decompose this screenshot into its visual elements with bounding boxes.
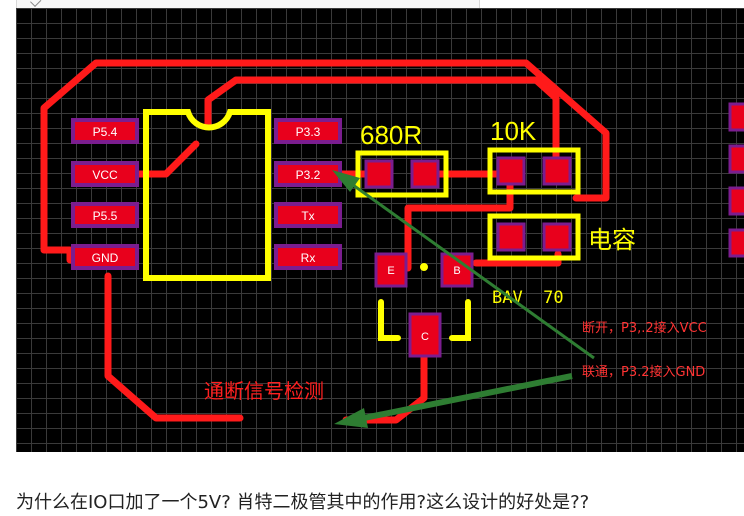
- annotation-closed: 联通，P3.2接入GND: [582, 364, 705, 380]
- resistor-680-pad-1: [364, 159, 394, 189]
- trace-outer-loop: [40, 59, 610, 264]
- pin-label-tx: Tx: [301, 209, 314, 223]
- transistor-outline: [378, 299, 471, 341]
- annotation-arrows: [332, 170, 595, 428]
- capacitor-label: 电容: [588, 226, 636, 254]
- signal-detect-label: 通断信号检测: [204, 379, 324, 403]
- ic-outline: [143, 109, 271, 281]
- edge-pad-3: [728, 186, 744, 216]
- pad-p33: [274, 118, 342, 144]
- trace-notch-to-10k: [204, 76, 560, 172]
- pad-p54: [71, 118, 139, 144]
- arrow-to-p32-head: [332, 170, 360, 192]
- transistor-label-b: B: [453, 265, 460, 277]
- pad-p55: [71, 202, 139, 228]
- pin-label-vcc: VCC: [92, 168, 118, 182]
- transistor-pad-e: [374, 252, 408, 288]
- resistor-680-label: 680R: [360, 120, 422, 150]
- pad-tx: [274, 202, 342, 228]
- transistor-pin1-marker: [420, 263, 428, 271]
- transistor-label-e: E: [387, 265, 394, 277]
- chevron-down-icon: [30, 0, 42, 7]
- pcb-layout: P5.4 VCC P5.5 GND P3.3 P3.2 Tx Rx 680R 1…: [40, 59, 744, 428]
- edge-pad-4: [728, 228, 744, 258]
- annotation-open: 断开，P3,.2接入VCC: [582, 320, 707, 336]
- pin-label-p32: P3.2: [296, 168, 321, 182]
- resistor-680-outline: [355, 150, 449, 198]
- pad-rx: [274, 244, 342, 270]
- pin-label-p33: P3.3: [296, 125, 321, 139]
- resistor-680-pad-2: [410, 159, 440, 189]
- capacitor-pad-1: [496, 222, 526, 252]
- transistor-pad-c: [408, 312, 442, 358]
- pad-gnd: [71, 244, 139, 270]
- pin-label-rx: Rx: [301, 251, 316, 265]
- capacitor-outline: [487, 213, 581, 261]
- pcb-board: P5.4 VCC P5.5 GND P3.3 P3.2 Tx Rx 680R 1…: [16, 8, 744, 452]
- question-caption: 为什么在IO口加了一个5V? 肖特二极管其中的作用?这么设计的好处是??: [16, 492, 590, 513]
- pin-label-p55: P5.5: [93, 209, 118, 223]
- trace-gnd-detect: [104, 272, 244, 422]
- arrow-to-detect-head: [334, 408, 368, 428]
- pad-vcc: [71, 161, 139, 187]
- pin-label-p54: P5.4: [93, 125, 118, 139]
- edge-pad-2: [728, 144, 744, 174]
- edge-pad-1: [728, 102, 744, 132]
- resistor-10k-outline: [487, 147, 581, 195]
- capacitor-pad-2: [542, 222, 572, 252]
- arrow-to-detect: [353, 373, 573, 423]
- ic-right-pads: [274, 118, 342, 270]
- resistor-10k-pad-2: [542, 156, 572, 186]
- transistor-label-c: C: [421, 331, 429, 343]
- pin-label-gnd: GND: [92, 251, 119, 265]
- arrow-to-p32: [345, 178, 595, 360]
- ic-left-pads: [71, 118, 139, 270]
- resistor-10k-pad-1: [496, 156, 526, 186]
- transistor-pad-b: [440, 252, 474, 288]
- diode-label: BAV 70: [492, 288, 564, 308]
- resistor-10k-label: 10K: [490, 116, 537, 146]
